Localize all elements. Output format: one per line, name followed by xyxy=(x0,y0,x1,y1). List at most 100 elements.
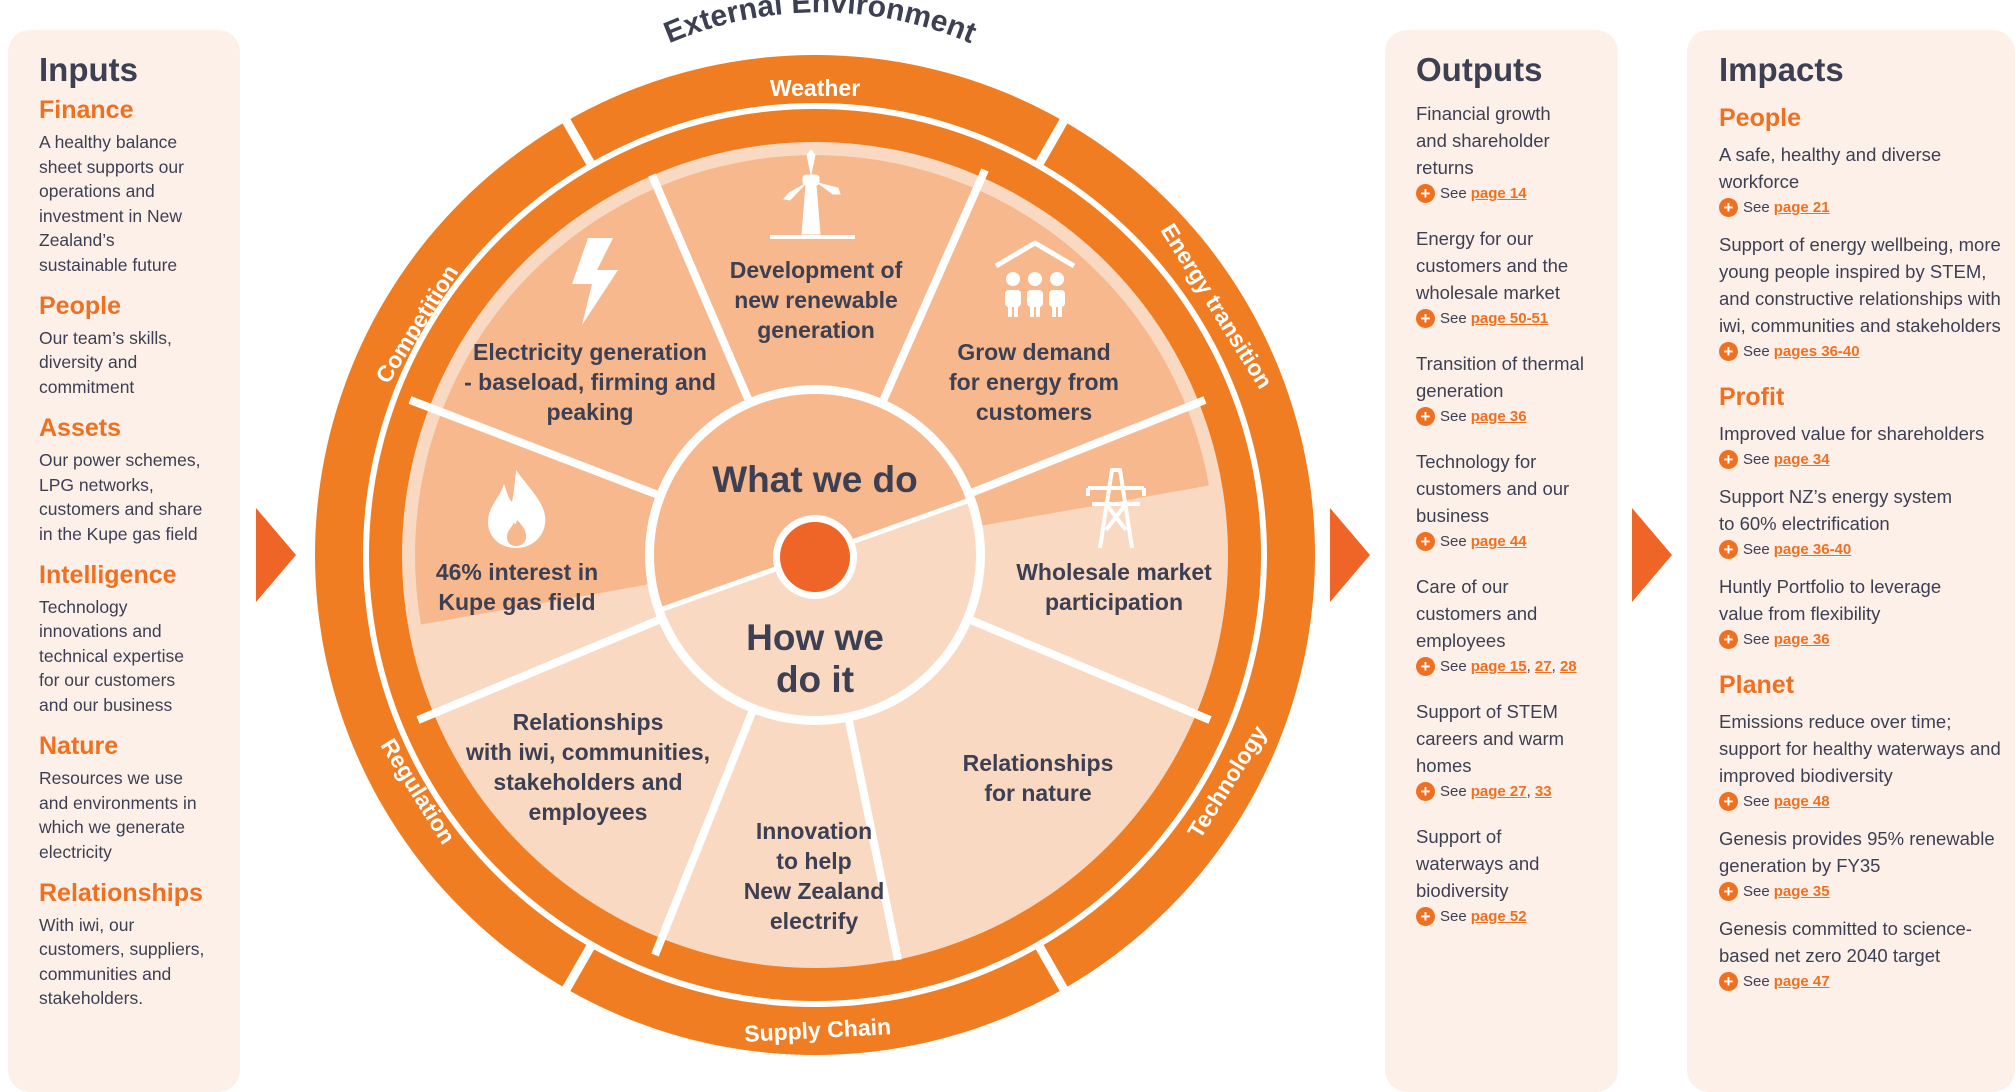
plus-icon: + xyxy=(1719,881,1738,901)
see-reference: + See pages 36-40 xyxy=(1719,342,2015,362)
impact-text: A safe, healthy and diverse workforce xyxy=(1719,144,1942,193)
page-link[interactable]: page 48 xyxy=(1773,792,1830,810)
page-link[interactable]: page 36 xyxy=(1470,408,1527,426)
page-link[interactable]: page 34 xyxy=(1773,450,1830,468)
plus-icon: + xyxy=(1416,657,1435,677)
page-link[interactable]: page 50-51 xyxy=(1470,310,1549,328)
impact-text: Genesis provides 95% renewable generatio… xyxy=(1719,827,1995,876)
page-link[interactable]: page 14 xyxy=(1470,185,1527,203)
impact-group-profit: Profit Improved value for shareholders +… xyxy=(1719,383,2015,649)
page-link[interactable]: page 52 xyxy=(1470,908,1527,926)
input-item-assets: Assets Our power schemes, LPG networks, … xyxy=(39,414,240,546)
seg-grow-l3: customers xyxy=(976,399,1092,425)
impact-item: Emissions reduce over time; support for … xyxy=(1719,708,2015,811)
page-link[interactable]: page 21 xyxy=(1773,199,1830,217)
see-label: See xyxy=(1743,630,1770,648)
see-label: See xyxy=(1440,185,1467,203)
impact-item: A safe, healthy and diverse workforce + … xyxy=(1719,141,2015,218)
impact-item: Support of energy wellbeing, more young … xyxy=(1719,231,2015,362)
seg-kupe-l1: 46% interest in xyxy=(436,559,598,585)
see-reference: + See page 48 xyxy=(1719,791,2015,811)
output-item: Care of our customers and employees + Se… xyxy=(1416,573,1618,677)
impact-group-title: Profit xyxy=(1719,383,1785,412)
page-link[interactable]: page 47 xyxy=(1773,972,1830,990)
plus-icon: + xyxy=(1416,309,1435,329)
seg-relationships-l2: with iwi, communities, xyxy=(465,739,710,765)
output-item: Support of waterways and biodiversity + … xyxy=(1416,823,1618,927)
plus-icon: + xyxy=(1719,971,1738,991)
seg-nature-l1: Relationships xyxy=(963,750,1114,776)
page-link[interactable]: page 35 xyxy=(1773,882,1830,900)
business-model-wheel: External Environment What we do How we d… xyxy=(315,0,1315,1055)
impact-text: Huntly Portfolio to leverage value from … xyxy=(1719,575,1942,624)
output-text: Financial growth and shareholder returns xyxy=(1416,103,1551,179)
see-label: See xyxy=(1743,343,1770,361)
impact-item: Huntly Portfolio to leverage value from … xyxy=(1719,573,2015,649)
outputs-panel: Outputs Financial growth and shareholder… xyxy=(1385,30,1618,1092)
seg-electricity-l2: - baseload, firming and xyxy=(464,369,716,395)
page-link[interactable]: 27 xyxy=(1534,658,1552,676)
input-title: Assets xyxy=(39,414,121,443)
see-reference: + See page 36-40 xyxy=(1719,539,2015,559)
output-item: Support of STEM careers and warm homes +… xyxy=(1416,698,1618,802)
page-link[interactable]: 33 xyxy=(1534,783,1552,801)
flow-arrow-icon xyxy=(1330,508,1370,602)
seg-innovation-l4: electrify xyxy=(770,908,858,934)
seg-electricity-l1: Electricity generation xyxy=(473,339,707,365)
see-label: See xyxy=(1743,882,1770,900)
output-text: Support of STEM careers and warm homes xyxy=(1416,701,1565,777)
input-title: Intelligence xyxy=(39,561,177,590)
seg-wholesale-l2: participation xyxy=(1045,589,1183,615)
lightning-icon xyxy=(572,238,618,325)
impact-text: Improved value for shareholders xyxy=(1719,422,1985,444)
plus-icon: + xyxy=(1416,782,1435,802)
output-text: Transition of thermal generation xyxy=(1416,353,1584,402)
page-link[interactable]: page 36 xyxy=(1773,630,1830,648)
seg-nature-l2: for nature xyxy=(984,780,1091,806)
seg-renewable-l2: new renewable xyxy=(734,287,898,313)
output-item: Financial growth and shareholder returns… xyxy=(1416,100,1618,204)
see-reference: + See page 34 xyxy=(1719,449,2015,469)
see-label: See xyxy=(1440,908,1467,926)
page-link[interactable]: 28 xyxy=(1559,658,1577,676)
input-text: Technology innovations and technical exp… xyxy=(39,596,184,715)
page-link[interactable]: pages 36-40 xyxy=(1773,343,1860,361)
how-we-label: How we xyxy=(746,617,884,658)
inputs-panel: Inputs Finance A healthy balance sheet s… xyxy=(8,30,240,1092)
do-it-label: do it xyxy=(776,659,854,700)
page-link[interactable]: page 36-40 xyxy=(1773,540,1852,558)
input-item-nature: Nature Resources we use and environments… xyxy=(39,732,240,864)
plus-icon: + xyxy=(1719,198,1738,218)
page-link[interactable]: page 27 xyxy=(1470,783,1527,801)
see-label: See xyxy=(1440,408,1467,426)
inputs-title: Inputs xyxy=(39,51,138,88)
center-top xyxy=(654,394,967,611)
impact-group-title: Planet xyxy=(1719,670,1795,699)
see-label: See xyxy=(1743,972,1770,990)
seg-grow-l1: Grow demand xyxy=(957,339,1110,365)
seg-kupe-l2: Kupe gas field xyxy=(438,589,595,615)
see-label: See xyxy=(1743,199,1770,217)
input-text: A healthy balance sheet supports our ope… xyxy=(39,132,184,275)
input-text: Our power schemes, LPG networks, custome… xyxy=(39,450,203,544)
people-house-icon xyxy=(994,240,1076,317)
see-label: See xyxy=(1440,658,1467,676)
see-reference: + See page 15, 27, 28 xyxy=(1416,657,1618,677)
see-reference: + See page 35 xyxy=(1719,881,2015,901)
flow-arrow-icon xyxy=(1632,508,1672,602)
outputs-title: Outputs xyxy=(1416,51,1543,88)
input-item-relationships: Relationships With iwi, our customers, s… xyxy=(39,879,240,1011)
seg-wholesale-l1: Wholesale market xyxy=(1016,559,1212,585)
plus-icon: + xyxy=(1719,342,1738,362)
output-item: Technology for customers and our busines… xyxy=(1416,448,1618,552)
page-link[interactable]: page 44 xyxy=(1470,533,1527,551)
wind-turbine-icon xyxy=(770,149,855,239)
see-label: See xyxy=(1440,533,1467,551)
see-reference: + See page 27, 33 xyxy=(1416,782,1618,802)
plus-icon: + xyxy=(1719,449,1738,469)
external-environment-title: External Environment xyxy=(659,0,981,50)
seg-relationships-l4: employees xyxy=(529,799,648,825)
page-link[interactable]: page 15 xyxy=(1470,658,1527,676)
input-text: Resources we use and environments in whi… xyxy=(39,768,197,862)
see-label: See xyxy=(1440,310,1467,328)
